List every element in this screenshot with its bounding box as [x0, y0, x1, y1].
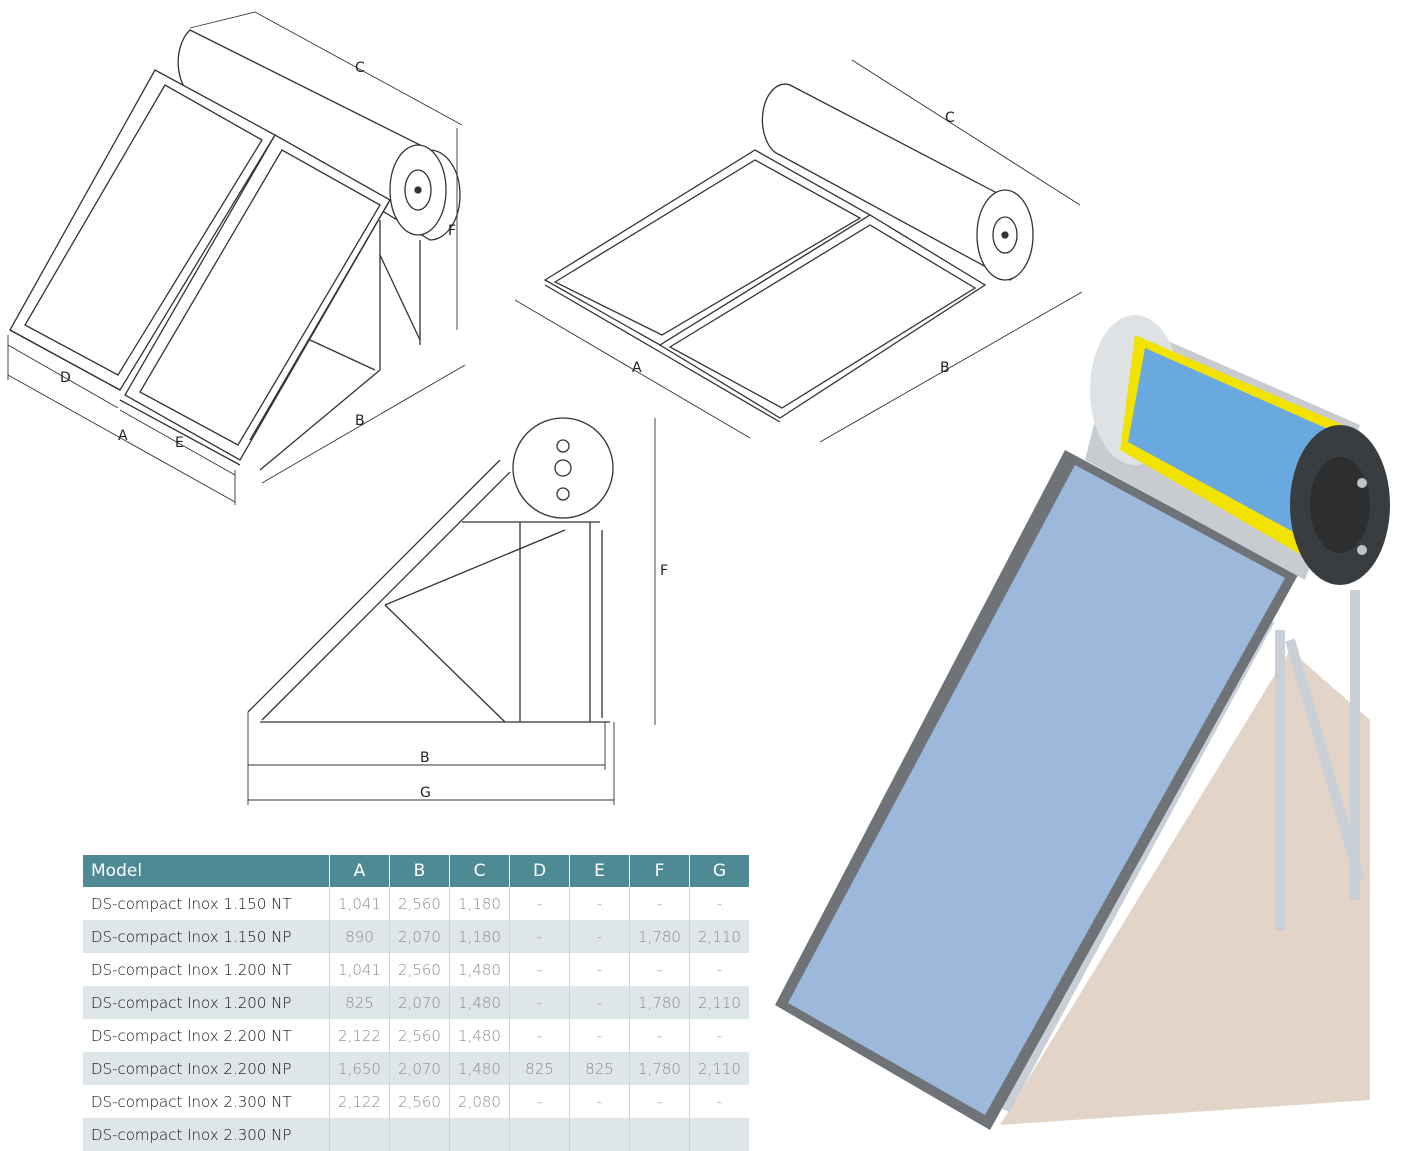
- cell: 2,560: [389, 1019, 450, 1052]
- side-view-drawing: [247, 417, 656, 805]
- header-model: Model: [83, 855, 330, 887]
- cell: 1,180: [449, 920, 510, 953]
- dim-label-b-side: B: [420, 750, 430, 766]
- cell: -: [569, 920, 630, 953]
- cell: 2,070: [389, 986, 450, 1019]
- header-g: G: [689, 855, 749, 887]
- angled-rack-drawing: [7, 11, 466, 505]
- cell: -: [509, 1019, 570, 1052]
- cell: 2,070: [389, 920, 450, 953]
- cell: 890: [329, 920, 390, 953]
- cell: 2,110: [689, 920, 749, 953]
- cell: -: [569, 1085, 630, 1118]
- dimensions-table: Model A B C D E F G DS-compact Inox 1.15…: [83, 855, 749, 1151]
- cell: -: [509, 887, 570, 920]
- cell-model: DS-compact Inox 1.200 NT: [91, 960, 292, 979]
- cell: 2,110: [689, 986, 749, 1019]
- cell: -: [689, 1019, 749, 1052]
- cell: -: [509, 986, 570, 1019]
- dim-label-b-flat: B: [940, 360, 950, 376]
- dim-label-g-side: G: [420, 785, 431, 801]
- header-f: F: [629, 855, 690, 887]
- cell: -: [629, 1019, 690, 1052]
- cell: 1,480: [449, 953, 510, 986]
- cell: -: [689, 953, 749, 986]
- header-a: A: [329, 855, 390, 887]
- header-c: C: [449, 855, 510, 887]
- cell: 2,560: [389, 887, 450, 920]
- cell: 2,070: [389, 1052, 450, 1085]
- cell-model: DS-compact Inox 2.200 NP: [83, 1052, 330, 1085]
- cell: 2,122: [329, 1085, 390, 1118]
- cell: 1,480: [449, 986, 510, 1019]
- table-row: DS-compact Inox 2.300 NT 2,122 2,560 2,0…: [83, 1085, 749, 1118]
- table-row: DS-compact Inox 2.200 NP 1,650 2,070 1,4…: [83, 1052, 749, 1085]
- cell: 1,780: [629, 986, 690, 1019]
- dim-label-f-side: F: [660, 563, 668, 579]
- header-e: E: [569, 855, 630, 887]
- table-row: DS-compact Inox 1.150 NP 890 2,070 1,180…: [83, 920, 749, 953]
- cell: 2,560: [389, 1085, 450, 1118]
- cell-model: DS-compact Inox 1.150 NP: [83, 920, 330, 953]
- cell: -: [689, 887, 749, 920]
- cell: 2,560: [389, 953, 450, 986]
- dim-label-c-angled: C: [355, 60, 365, 76]
- table-row: DS-compact Inox 2.200 NT 2,122 2,560 1,4…: [83, 1019, 749, 1052]
- cell-model: DS-compact Inox 2.300 NT: [91, 1092, 292, 1111]
- cell: 1,041: [329, 887, 390, 920]
- cell: -: [569, 887, 630, 920]
- dim-label-f-angled: F: [448, 223, 456, 239]
- table-header-row: Model A B C D E F G: [83, 855, 749, 887]
- cell: -: [629, 953, 690, 986]
- cell: 2,110: [689, 1052, 749, 1085]
- cell: 2,080: [449, 1085, 510, 1118]
- cell-model: DS-compact Inox 2.200 NT: [91, 1026, 292, 1045]
- cell: -: [629, 887, 690, 920]
- cell: -: [569, 1019, 630, 1052]
- cell: 825: [569, 1052, 630, 1085]
- cell-model: DS-compact Inox 1.150 NT: [91, 894, 292, 913]
- cell: 1,041: [329, 953, 390, 986]
- cell: 825: [509, 1052, 570, 1085]
- cell: -: [509, 953, 570, 986]
- cell: 2,122: [329, 1019, 390, 1052]
- cell: 1,180: [449, 887, 510, 920]
- table-row: DS-compact Inox 1.150 NT 1,041 2,560 1,1…: [83, 887, 749, 920]
- cell: -: [509, 1085, 570, 1118]
- cell: 825: [329, 986, 390, 1019]
- dim-label-d-angled: D: [60, 370, 71, 386]
- dim-label-a-angled: A: [118, 428, 128, 444]
- header-d: D: [509, 855, 570, 887]
- header-b: B: [389, 855, 450, 887]
- cell: -: [569, 986, 630, 1019]
- cell: -: [569, 953, 630, 986]
- cell: -: [509, 920, 570, 953]
- dim-label-e-angled: E: [175, 435, 184, 451]
- cell: 1,480: [449, 1019, 510, 1052]
- cell: 1,780: [629, 1052, 690, 1085]
- cell: 1,480: [449, 1052, 510, 1085]
- dim-label-b-angled: B: [355, 413, 365, 429]
- table-row: DS-compact Inox 1.200 NT 1,041 2,560 1,4…: [83, 953, 749, 986]
- flat-roof-drawing: [514, 59, 1083, 443]
- dim-label-c-flat: C: [945, 110, 955, 126]
- cell: -: [629, 1085, 690, 1118]
- cell: 1,780: [629, 920, 690, 953]
- solar-heater-render: [775, 315, 1390, 1130]
- dim-label-a-flat: A: [632, 360, 642, 376]
- cell-model: DS-compact Inox 1.200 NP: [83, 986, 330, 1019]
- table-row: DS-compact Inox 1.200 NP 825 2,070 1,480…: [83, 986, 749, 1019]
- cell: 1,650: [329, 1052, 390, 1085]
- cell: -: [689, 1085, 749, 1118]
